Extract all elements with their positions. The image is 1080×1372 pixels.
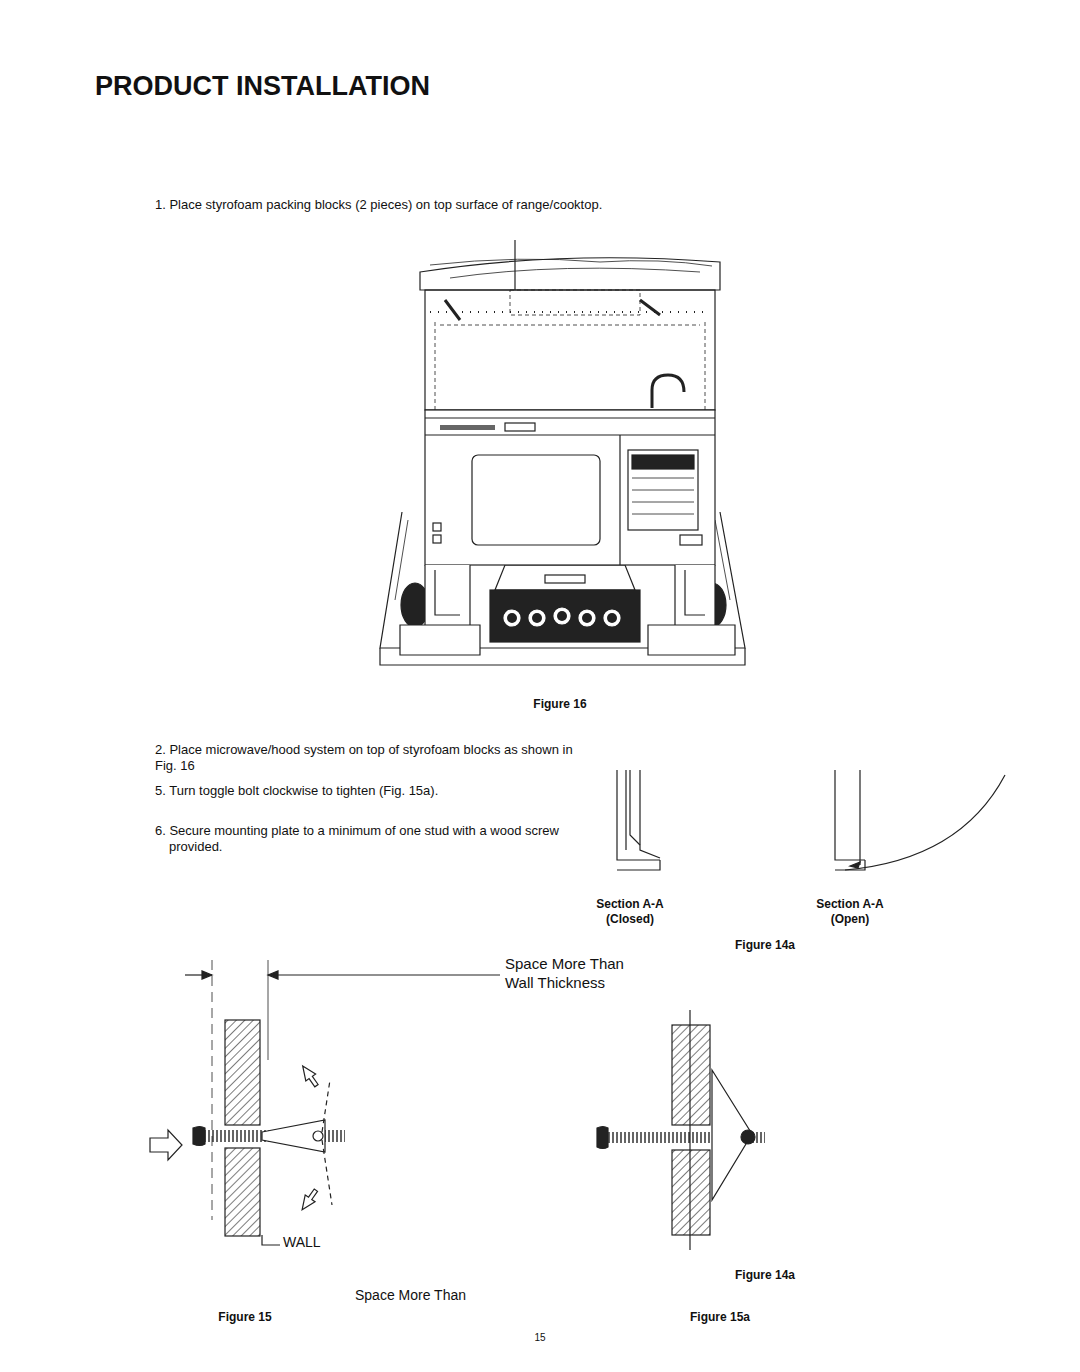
wall-label: WALL (283, 1234, 343, 1252)
figure-caption: Figure 16 (520, 697, 600, 712)
figure-caption: Figure 14a (720, 1268, 810, 1283)
page-title: PRODUCT INSTALLATION (95, 70, 430, 104)
instruction-step: 2. Place microwave/hood system on top of… (155, 742, 595, 775)
figure-caption: Figure 15 (200, 1310, 290, 1325)
instruction-step: 1. Place styrofoam packing blocks (2 pie… (155, 197, 715, 213)
figure-caption: Figure 15a (675, 1310, 765, 1325)
section-label: Section A-A (805, 897, 895, 912)
instruction-step: 6. Secure mounting plate to a minimum of… (155, 823, 569, 856)
dimension-label: Space More Than (355, 1287, 495, 1305)
dimension-label: Space More Than Wall Thickness (505, 955, 635, 993)
page-number: 15 (525, 1332, 555, 1345)
section-label: (Closed) (585, 912, 675, 927)
section-label: (Open) (805, 912, 895, 927)
instruction-step: 5. Turn toggle bolt clockwise to tighten… (155, 783, 575, 799)
section-label: Section A-A (585, 897, 675, 912)
figure-caption: Figure 14a (720, 938, 810, 953)
